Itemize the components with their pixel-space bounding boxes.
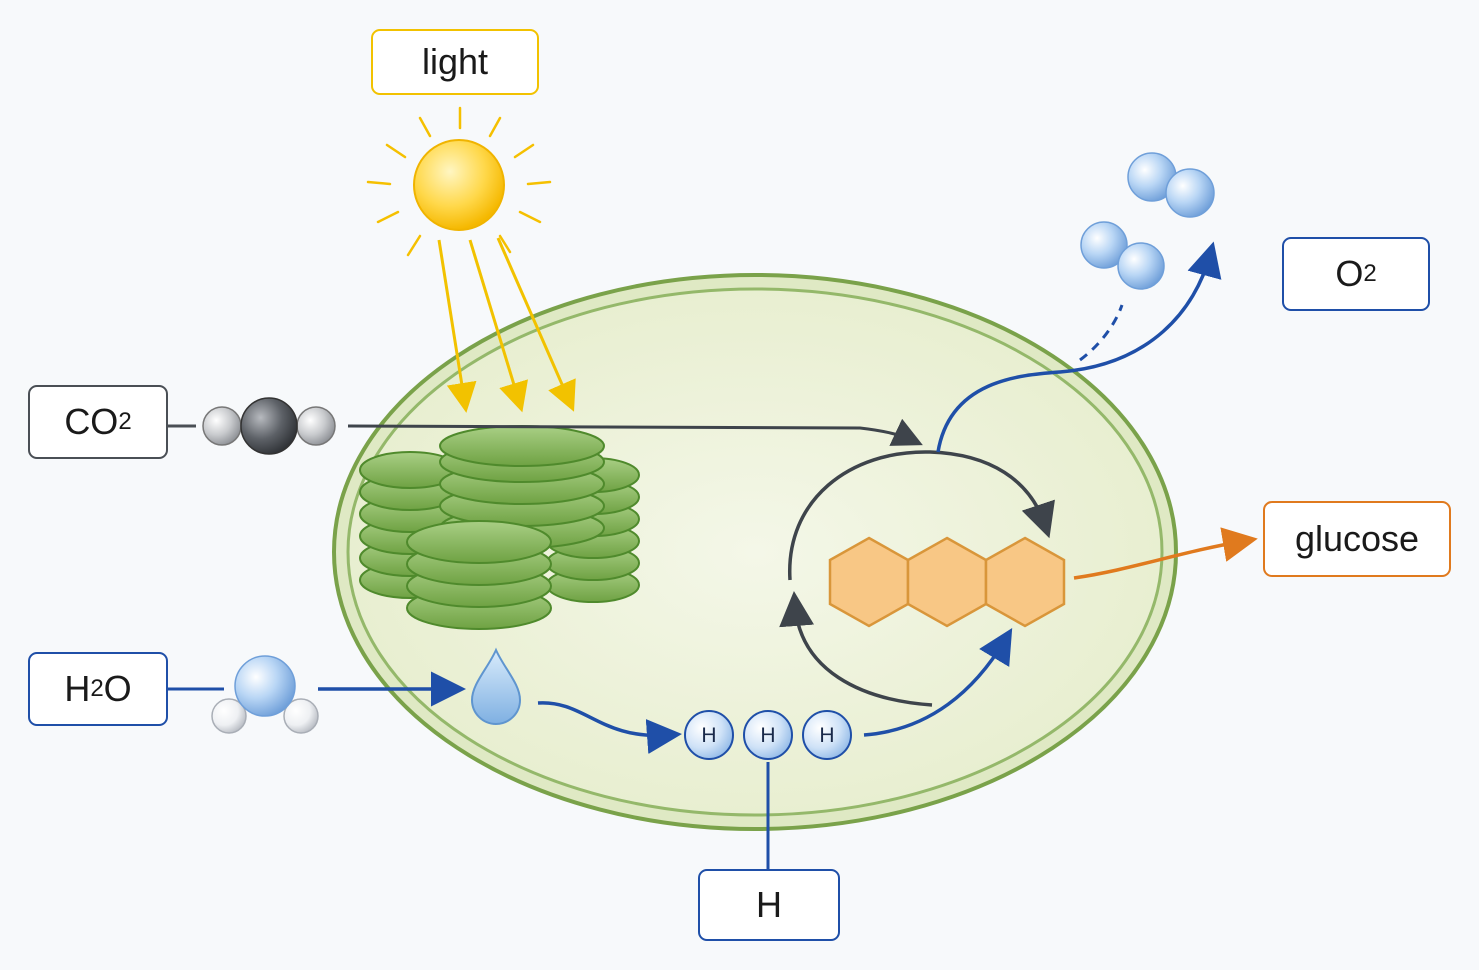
light-label-text: light — [421, 41, 489, 82]
water-molecule-icon — [168, 655, 319, 734]
co2-label-main: CO — [64, 401, 119, 442]
glucose-hexagon-icon — [828, 536, 1066, 628]
hydrogen-atom-label: H — [819, 724, 834, 747]
cycle-arrow-icon — [779, 450, 1055, 707]
h2o-label-tail: O — [103, 668, 132, 709]
light-label: light — [371, 29, 539, 95]
drop-to-h-arrow — [537, 701, 682, 754]
glucose-arrow — [1073, 527, 1258, 580]
o2-arrow — [936, 241, 1222, 453]
glucose-label-text: glucose — [1294, 518, 1420, 559]
hydrogen-atom-label: H — [760, 724, 775, 747]
co2-molecule-icon — [168, 397, 336, 455]
oxygen-molecule-icon — [1080, 152, 1215, 290]
o2-dashed-path — [1079, 304, 1124, 362]
sun-icon — [366, 106, 552, 257]
hydrogen-atom — [743, 710, 793, 760]
thylakoid-stack-icon — [359, 425, 640, 630]
o2-label-main: O — [1335, 253, 1364, 294]
co2-arrow — [347, 418, 923, 446]
h-to-cycle-arrow — [863, 627, 1013, 737]
glucose-label: glucose — [1263, 501, 1451, 577]
h2o-label-main: H — [64, 668, 91, 709]
hydrogen-atom — [684, 710, 734, 760]
chloroplast — [332, 273, 1178, 831]
water-drop-icon — [470, 647, 522, 725]
hydrogen-label-text: H — [756, 884, 782, 925]
hydrogen-atom-label: H — [701, 724, 716, 747]
light-arrows — [437, 237, 576, 413]
hydrogen-atom — [802, 710, 852, 760]
hydrogen-label: H — [698, 869, 840, 941]
